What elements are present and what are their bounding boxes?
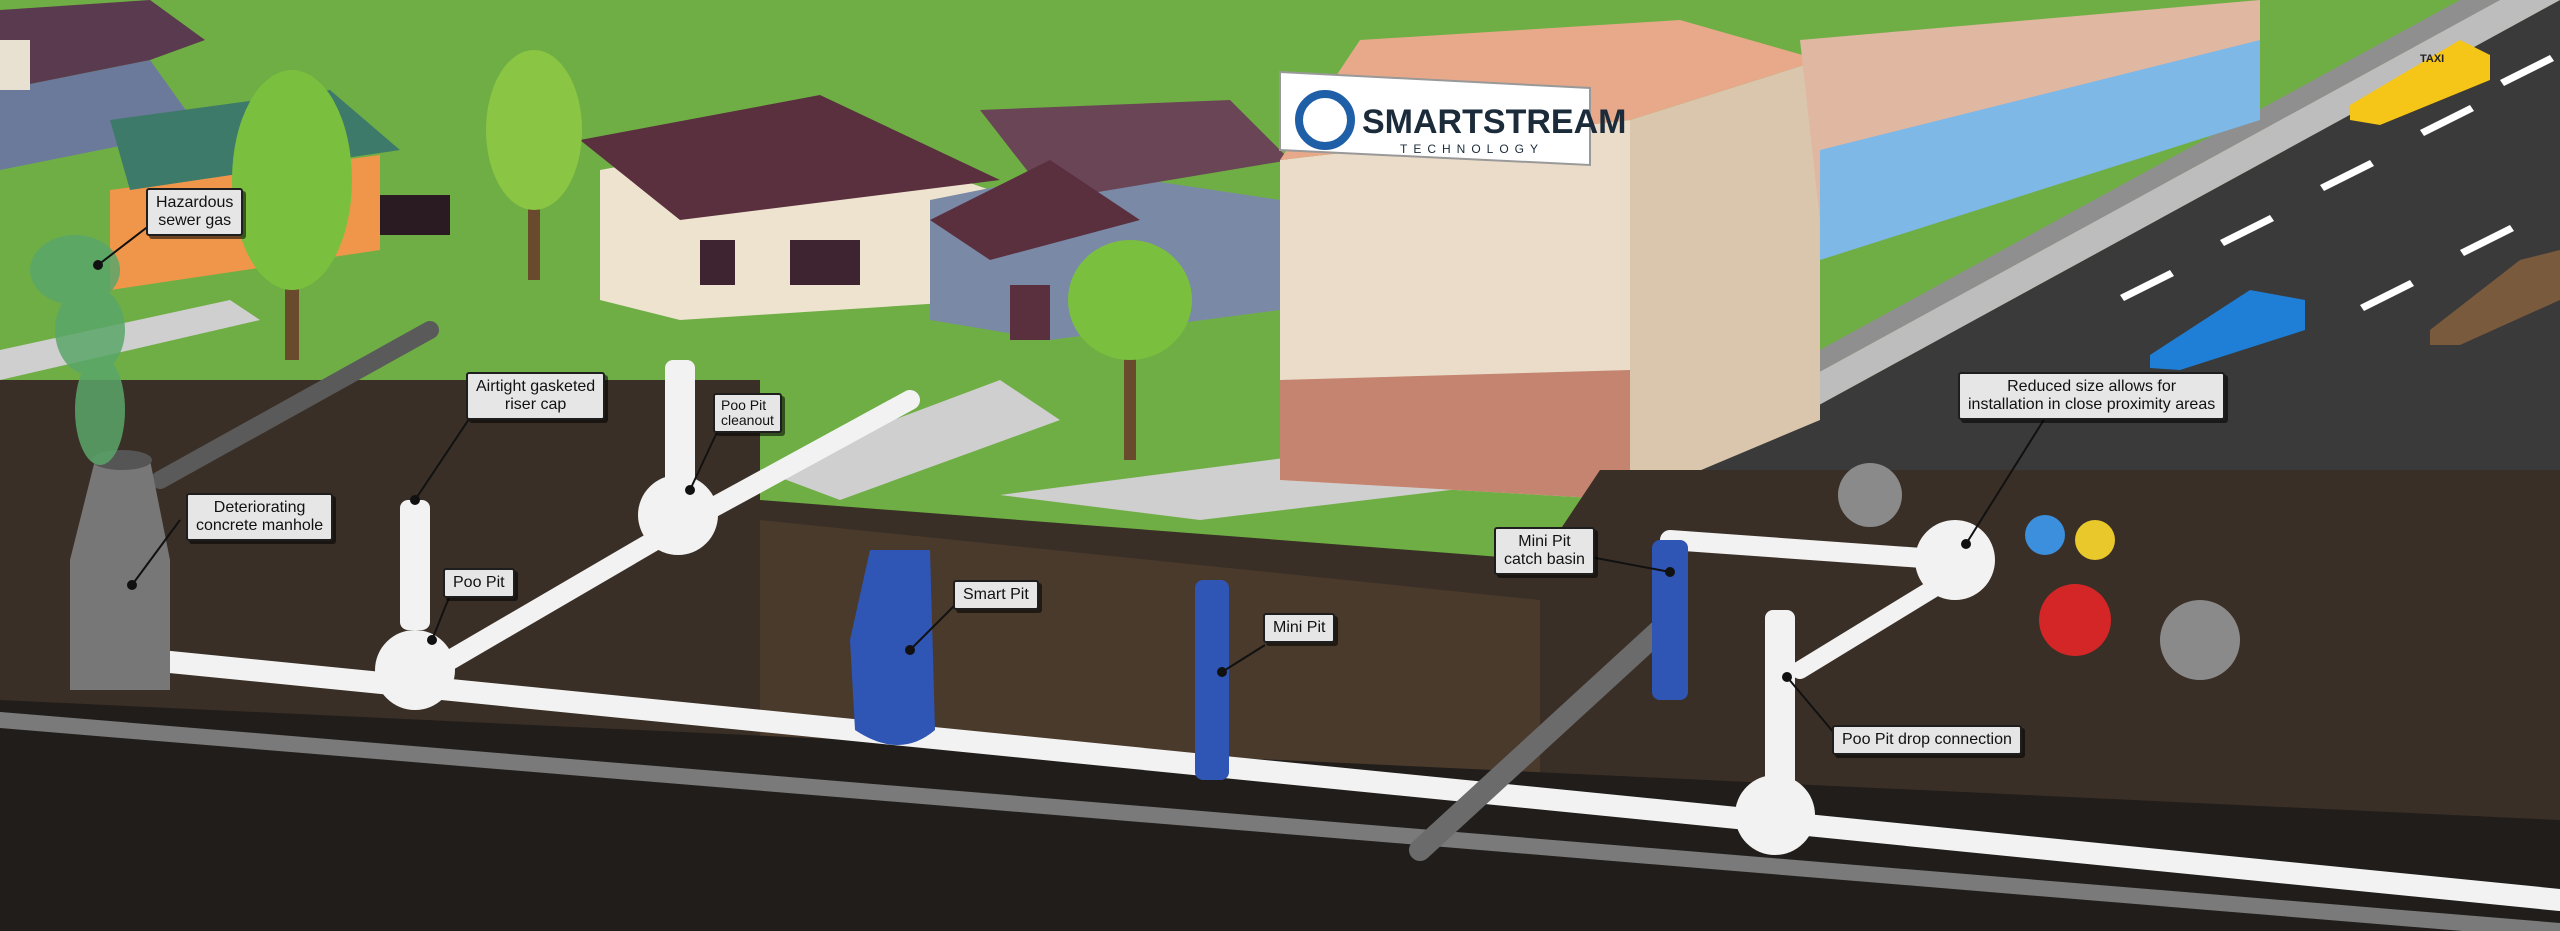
mini-pit-catch-basin-body	[1652, 540, 1688, 700]
main-sewer-line	[139, 649, 2560, 911]
taxi-car: TAXI	[2350, 40, 2490, 125]
house-cream	[580, 95, 1000, 320]
mini-pit-body	[1195, 580, 1229, 780]
utility-pipes	[1838, 463, 2240, 680]
brand-name-stream: STREAM	[1483, 103, 1627, 141]
callout-deteriorating-manhole: Deteriorating concrete manhole	[186, 493, 334, 541]
trees	[232, 50, 1192, 460]
callout-airtight-riser-cap: Airtight gasketed riser cap	[466, 372, 606, 420]
callout-mini-pit: Mini Pit	[1263, 613, 1336, 643]
smartstream-logo-icon	[1295, 90, 1355, 150]
svg-text:SMARTSTREAM: SMARTSTREAM	[1362, 103, 1626, 141]
callout-mini-pit-catch-basin: Mini Pit catch basin	[1494, 527, 1595, 575]
house-blue-left	[0, 0, 205, 170]
cleanout-lateral	[680, 390, 920, 530]
brown-car	[2430, 250, 2560, 345]
callout-poo-pit: Poo Pit	[443, 568, 515, 598]
gas-line-gray	[151, 321, 439, 489]
poo-pits	[375, 360, 1995, 855]
blue-car	[2150, 290, 2305, 370]
smart-pit-body	[850, 550, 935, 745]
callout-reduced-size: Reduced size allows for installation in …	[1958, 372, 2226, 420]
callout-poo-pit-drop-connection: Poo Pit drop connection	[1832, 725, 2022, 755]
street-lateral	[1660, 530, 1960, 570]
callout-smart-pit: Smart Pit	[953, 580, 1039, 610]
smartstream-billboard: SMARTSTREAM TECHNOLOGY	[1279, 70, 1626, 167]
callout-hazardous-sewer-gas: Hazardous sewer gas	[146, 188, 244, 236]
gray-lateral	[1409, 619, 1671, 861]
callout-poo-pit-cleanout: Poo Pit cleanout	[713, 393, 782, 433]
sewer-gas-cloud	[30, 235, 125, 465]
lower-sewer-line	[0, 712, 2560, 931]
vehicles: TAXI	[2150, 40, 2560, 370]
callout-leaders	[93, 224, 2051, 741]
brand-name-smart: SMART	[1362, 103, 1483, 141]
blue-pits	[850, 540, 1688, 780]
taxi-sign: TAXI	[2420, 53, 2444, 65]
brand-tagline: TECHNOLOGY	[1400, 142, 1544, 156]
